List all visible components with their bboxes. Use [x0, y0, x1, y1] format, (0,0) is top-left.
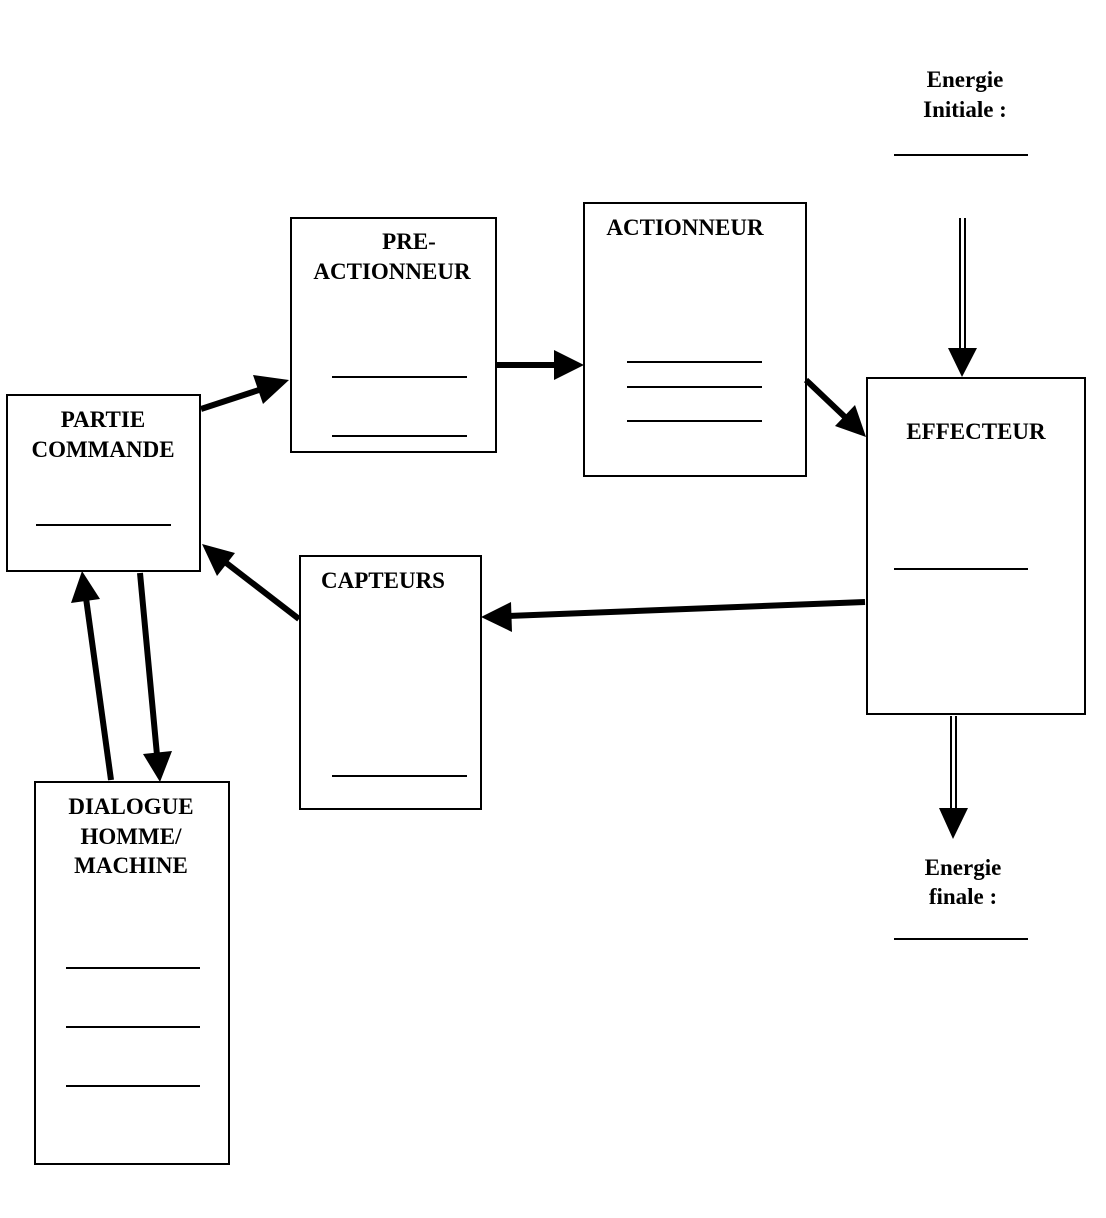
arrow-actionneur-to-effecteur-head	[835, 405, 866, 437]
dialogue-label-line2: HOMME/	[81, 824, 183, 849]
arrow-commande-to-dialogue	[137, 572, 160, 756]
arrow-commande-to-dialogue-head	[143, 751, 172, 782]
pre-actionneur-label-line1: PRE-	[382, 229, 436, 254]
arrow-effecteur-to-capteurs	[507, 599, 866, 619]
pre-actionneur-label-line2: ACTIONNEUR	[313, 259, 471, 284]
actionneur-label: ACTIONNEUR	[606, 215, 764, 240]
capteurs-box	[299, 555, 482, 810]
energy-initial-label-line2: Initiale :	[923, 97, 1007, 122]
arrow-commande-to-preactionneur-head	[253, 375, 289, 404]
energy-final-label-line2: finale :	[929, 884, 997, 909]
actionneur-box	[583, 202, 807, 477]
energy-initial-label-line1: Energie	[927, 67, 1004, 92]
partie-commande-label-line1: PARTIE	[61, 407, 145, 432]
dialogue-label-line1: DIALOGUE	[68, 794, 193, 819]
arrow-effecteur-to-capteurs-head	[481, 602, 512, 632]
arrow-dialogue-to-commande	[83, 597, 114, 781]
partie-commande-label-line2: COMMANDE	[31, 437, 174, 462]
arrow-preactionneur-to-actionneur-head	[554, 350, 584, 380]
dialogue-box	[34, 781, 230, 1165]
arrow-capteurs-to-commande-head	[202, 544, 235, 576]
arrow-capteurs-to-commande	[223, 559, 301, 622]
arrow-actionneur-to-effecteur	[803, 377, 849, 421]
energy-final-label-line1: Energie	[925, 855, 1002, 880]
dialogue-label-line3: MACHINE	[74, 853, 188, 878]
capteurs-label: CAPTEURS	[321, 568, 445, 593]
pre-actionneur-box	[290, 217, 497, 453]
energy-initial-arrow-head	[948, 348, 977, 377]
arrow-commande-to-preactionneur	[200, 386, 263, 412]
arrow-dialogue-to-commande-head	[71, 571, 100, 603]
partie-commande-box	[6, 394, 201, 572]
effecteur-box	[866, 377, 1086, 715]
energy-final-arrow-head	[939, 808, 968, 839]
effecteur-label: EFFECTEUR	[906, 419, 1046, 444]
